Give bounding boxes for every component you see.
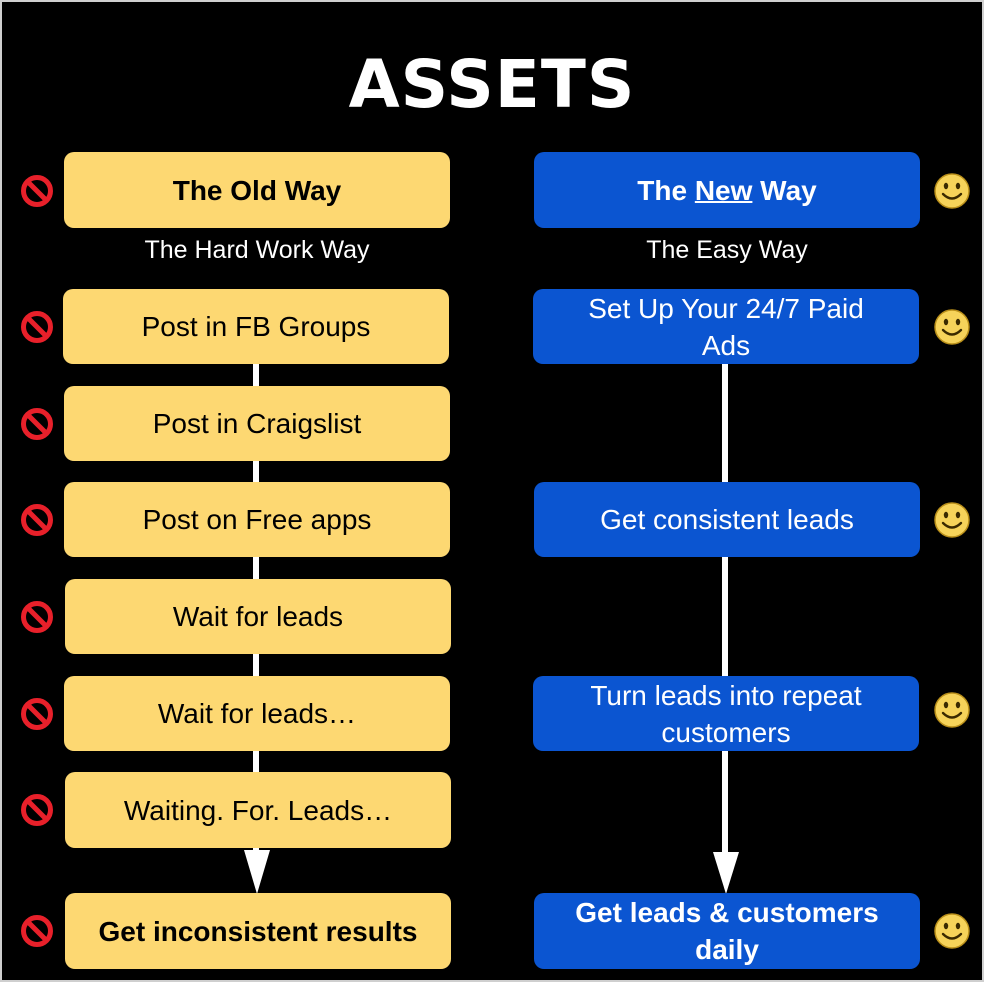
- new-way-arrowhead: [713, 852, 739, 894]
- old-step-3: Post on Free apps: [64, 482, 450, 557]
- no-entry-icon: [21, 504, 53, 536]
- new-way-heading: The New Way: [534, 152, 920, 228]
- new-step-3: Turn leads into repeat customers: [533, 676, 919, 751]
- new-way-subtitle: The Easy Way: [646, 236, 808, 264]
- old-way-subtitle: The Hard Work Way: [144, 236, 370, 264]
- no-entry-icon: [21, 794, 53, 826]
- no-entry-icon: [21, 175, 53, 207]
- no-entry-icon: [21, 311, 53, 343]
- old-step-6: Waiting. For. Leads…: [65, 772, 451, 848]
- diagram-title: ASSETS: [348, 46, 636, 123]
- old-way-result: Get inconsistent results: [65, 893, 451, 969]
- old-step-1: Post in FB Groups: [63, 289, 449, 364]
- old-way-arrowhead: [244, 850, 270, 894]
- no-entry-icon: [21, 601, 53, 633]
- smiley-icon: [934, 309, 970, 345]
- old-step-4: Wait for leads: [65, 579, 451, 654]
- smiley-icon: [934, 913, 970, 949]
- no-entry-icon: [21, 915, 53, 947]
- new-way-heading-post: Way: [752, 174, 817, 206]
- new-step-1: Set Up Your 24/7 Paid Ads: [533, 289, 919, 364]
- old-way-heading: The Old Way: [64, 152, 450, 228]
- no-entry-icon: [21, 698, 53, 730]
- smiley-icon: [934, 692, 970, 728]
- no-entry-icon: [21, 408, 53, 440]
- smiley-icon: [934, 502, 970, 538]
- smiley-icon: [934, 173, 970, 209]
- new-step-2: Get consistent leads: [534, 482, 920, 557]
- new-way-result: Get leads & customers daily: [534, 893, 920, 969]
- new-way-heading-emphasis: New: [694, 174, 753, 206]
- old-step-5: Wait for leads…: [64, 676, 450, 751]
- new-way-connector: [722, 362, 728, 854]
- old-step-2: Post in Craigslist: [64, 386, 450, 461]
- new-way-heading-pre: The: [637, 174, 695, 206]
